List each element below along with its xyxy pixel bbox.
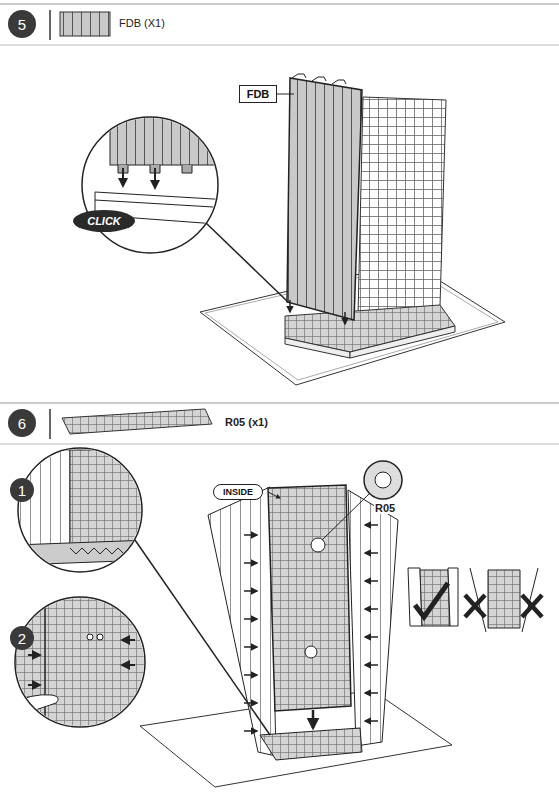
callout-number: 1 — [10, 478, 34, 502]
step-number: 6 — [8, 409, 36, 437]
node-text: INSIDE — [223, 487, 253, 497]
node-text: 5 — [18, 16, 26, 33]
push-arrow — [365, 720, 378, 722]
node-text: 1 — [18, 482, 26, 499]
inside-tag: INSIDE — [213, 484, 263, 500]
part-label: FDB (X1) — [118, 17, 166, 29]
part-label: R05 — [374, 502, 396, 514]
step-number: 5 — [8, 10, 36, 38]
push-arrow — [244, 590, 257, 592]
push-arrow — [365, 580, 378, 582]
click-badge: CLICK — [73, 210, 135, 232]
node-text: CLICK — [87, 215, 121, 227]
push-arrow — [244, 562, 257, 564]
push-arrow — [244, 702, 257, 704]
push-arrow — [365, 552, 378, 554]
node-text: 2 — [18, 630, 26, 647]
part-label-box: FDB — [239, 85, 278, 103]
push-arrow — [244, 646, 257, 648]
push-arrow — [365, 636, 378, 638]
push-arrow — [244, 618, 257, 620]
callout-number: 2 — [10, 626, 34, 650]
push-arrow — [244, 674, 257, 676]
push-arrow — [365, 524, 378, 526]
push-arrow — [365, 664, 378, 666]
push-arrow — [244, 534, 257, 536]
push-arrow — [365, 608, 378, 610]
node-text: FDB — [247, 88, 270, 100]
push-arrow — [365, 692, 378, 694]
node-text: 6 — [18, 415, 26, 432]
push-arrow — [244, 730, 257, 732]
part-label: R05 (x1) — [224, 416, 269, 428]
